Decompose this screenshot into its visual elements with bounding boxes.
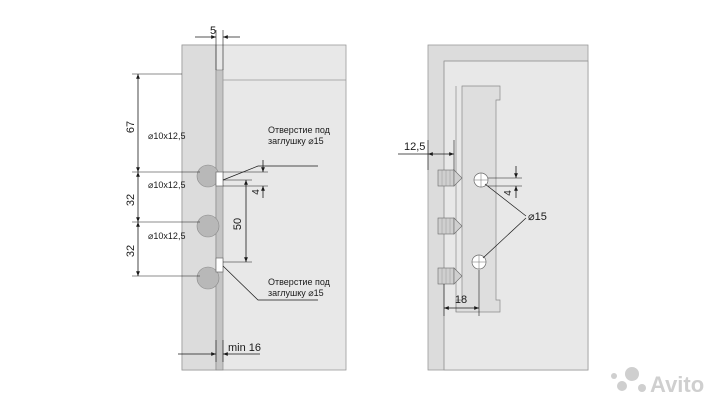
cap-hole-bottom (215, 257, 224, 273)
hole-label-2: ⌀10x12,5 (148, 180, 185, 190)
drawer-bracket (455, 85, 501, 313)
cap-note-top-line1: Отверстие под (268, 125, 331, 135)
dowel-hole-3 (196, 266, 220, 290)
dim-67-label: 67 (125, 121, 137, 133)
diameter-label: ⌀15 (528, 211, 547, 223)
dim-50-label: 50 (232, 218, 244, 230)
dim-4-left-label: 4 (251, 189, 262, 195)
dowel-3 (437, 267, 463, 285)
dim-5-label: 5 (210, 25, 216, 37)
hole-label-3: ⌀10x12,5 (148, 231, 185, 241)
dim-18-label: 18 (455, 294, 467, 306)
cap-note-top-line2: заглушку ⌀15 (268, 136, 324, 146)
cap-note-bottom-line2: заглушку ⌀15 (268, 288, 324, 298)
avito-watermark: Avito (611, 367, 704, 397)
cap-note-bottom-line1: Отверстие под (268, 277, 331, 287)
dowel-2 (437, 217, 463, 235)
dim-32-b-label: 32 (125, 245, 137, 257)
avito-logo-icon (611, 367, 646, 392)
left-view: 5 67 32 32 ⌀10x12,5 ⌀10x12,5 ⌀10x12,5 50… (125, 25, 347, 371)
dim-4-right-label: 4 (503, 190, 514, 196)
dim-min16-label: min 16 (228, 342, 261, 354)
front-edge (181, 44, 217, 371)
dowel-1 (437, 169, 463, 187)
right-view: 12,5 4 ⌀15 18 (398, 44, 589, 371)
dim-12-5-label: 12,5 (404, 141, 425, 153)
dowel-hole-2 (196, 214, 220, 238)
cap-hole-top (215, 171, 224, 187)
watermark-text: Avito (650, 372, 704, 397)
dim-32-a-label: 32 (125, 194, 137, 206)
hole-label-1: ⌀10x12,5 (148, 131, 185, 141)
